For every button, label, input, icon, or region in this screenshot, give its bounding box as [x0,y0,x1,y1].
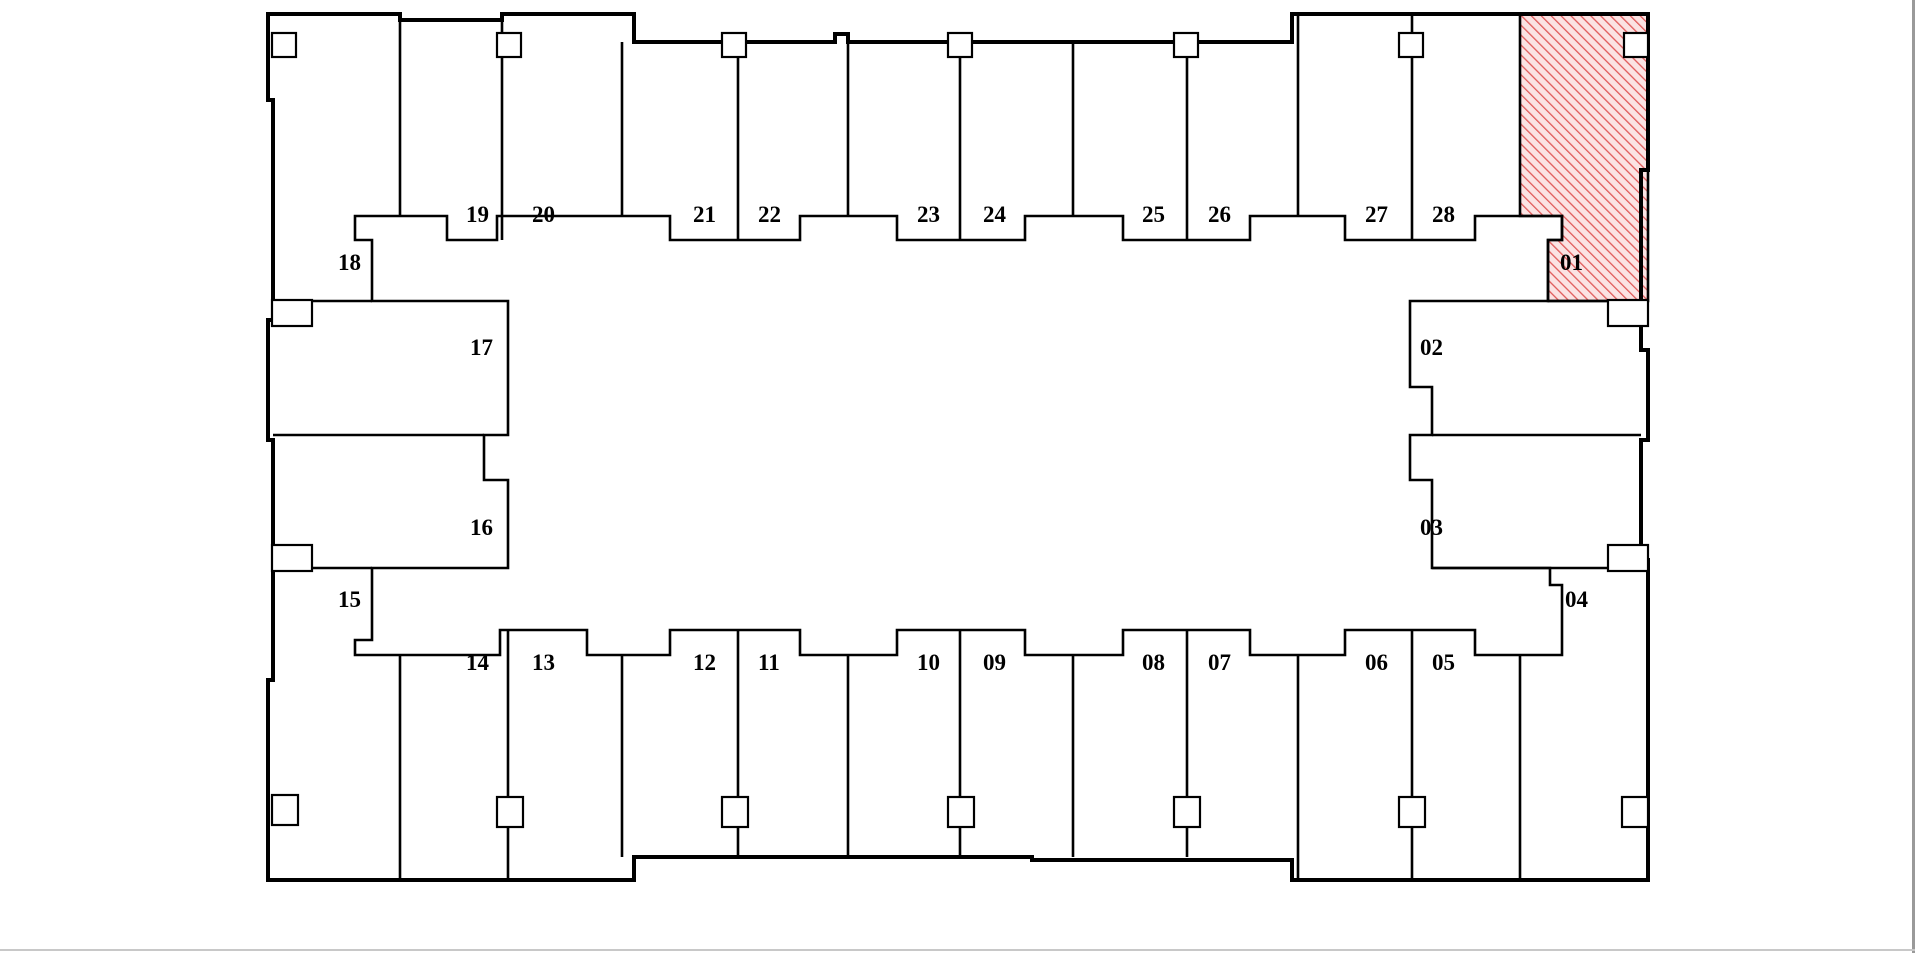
unit-label-09[interactable]: 09 [983,650,1006,675]
unit-label-19[interactable]: 19 [466,202,489,227]
unit-label-21[interactable]: 21 [693,202,716,227]
unit-label-03[interactable]: 03 [1420,515,1443,540]
unit-label-24[interactable]: 24 [983,202,1007,227]
unit-label-06[interactable]: 06 [1365,650,1388,675]
unit-label-10[interactable]: 10 [917,650,940,675]
column [1172,31,1200,59]
unit-label-20[interactable]: 20 [532,202,555,227]
column [946,31,974,59]
column [1172,795,1202,829]
unit-label-01[interactable]: 01 [1560,250,1583,275]
unit-label-13[interactable]: 13 [532,650,555,675]
column [720,795,750,829]
unit-label-27[interactable]: 27 [1365,202,1388,227]
unit-label-11[interactable]: 11 [758,650,780,675]
unit-label-15[interactable]: 15 [338,587,361,612]
window-border-right [1912,0,1915,953]
unit-label-12[interactable]: 12 [693,650,716,675]
unit-label-02[interactable]: 02 [1420,335,1443,360]
unit-label-22[interactable]: 22 [758,202,781,227]
column [1606,543,1650,573]
column [946,795,976,829]
column [495,795,525,829]
unit-label-16[interactable]: 16 [470,515,493,540]
unit-label-05[interactable]: 05 [1432,650,1455,675]
column [1622,31,1650,59]
column [270,793,300,827]
unit-label-18[interactable]: 18 [338,250,361,275]
column [720,31,748,59]
unit-label-28[interactable]: 28 [1432,202,1455,227]
window-border-bottom [0,949,1915,951]
outer-wall [266,12,1650,882]
column [1397,31,1425,59]
unit-label-04[interactable]: 04 [1565,587,1589,612]
unit-label-14[interactable]: 14 [466,650,490,675]
column [495,31,523,59]
column [1397,795,1427,829]
unit-label-23[interactable]: 23 [917,202,940,227]
unit-label-25[interactable]: 25 [1142,202,1165,227]
unit-label-07[interactable]: 07 [1208,650,1231,675]
courtyard-edge [353,214,1564,657]
column [270,31,298,59]
column [270,298,314,328]
column [1620,795,1650,829]
unit-label-17[interactable]: 17 [470,335,493,360]
column [1606,298,1650,328]
unit-label-08[interactable]: 08 [1142,650,1165,675]
unit-label-26[interactable]: 26 [1208,202,1231,227]
column [270,543,314,573]
